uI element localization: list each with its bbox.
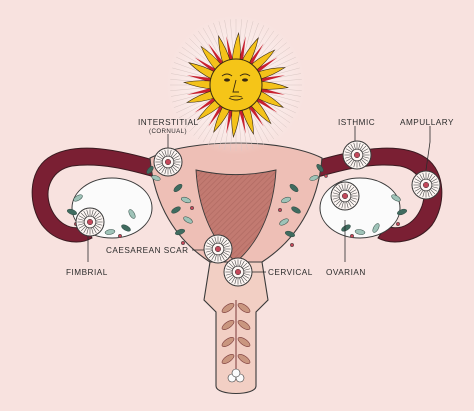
label-isthmic: ISTHMIC xyxy=(338,118,375,127)
uterine-cavity xyxy=(195,169,277,263)
embryo-caesarean-scar xyxy=(203,234,233,264)
cervix xyxy=(203,261,269,395)
foliage-right-uterus xyxy=(277,184,301,248)
label-interstitial-sub: (CORNUAL) xyxy=(149,128,187,135)
embryo-ampullary xyxy=(411,170,441,200)
label-fimbrial: FIMBRIAL xyxy=(66,268,108,277)
cervix-bottom-flower-icon xyxy=(227,368,245,383)
label-cervical: CERVICAL xyxy=(268,268,313,277)
label-ampullary: AMPULLARY xyxy=(400,118,454,127)
right-ovary xyxy=(319,177,401,239)
foliage-right-ovary xyxy=(341,194,408,239)
embryo-fimbrial xyxy=(75,207,105,237)
label-interstitial: INTERSTITIAL xyxy=(138,118,199,127)
label-caesarean-scar: CAESAREAN SCAR xyxy=(106,246,189,255)
embryo-interstitial xyxy=(153,147,183,177)
right-fallopian-tube xyxy=(311,147,443,243)
foliage-left-ovary xyxy=(66,194,136,239)
cervix-leaves xyxy=(221,302,251,365)
left-fallopian-tube xyxy=(31,147,161,243)
foliage-left-uterus xyxy=(171,184,195,246)
sun-face-icon xyxy=(166,15,306,155)
embryo-cervical xyxy=(223,257,253,287)
uterus xyxy=(149,142,323,263)
foliage-cornual xyxy=(146,164,328,181)
embryo-isthmic xyxy=(342,140,372,170)
embryo-ovarian xyxy=(330,181,360,211)
label-ovarian: OVARIAN xyxy=(326,268,366,277)
